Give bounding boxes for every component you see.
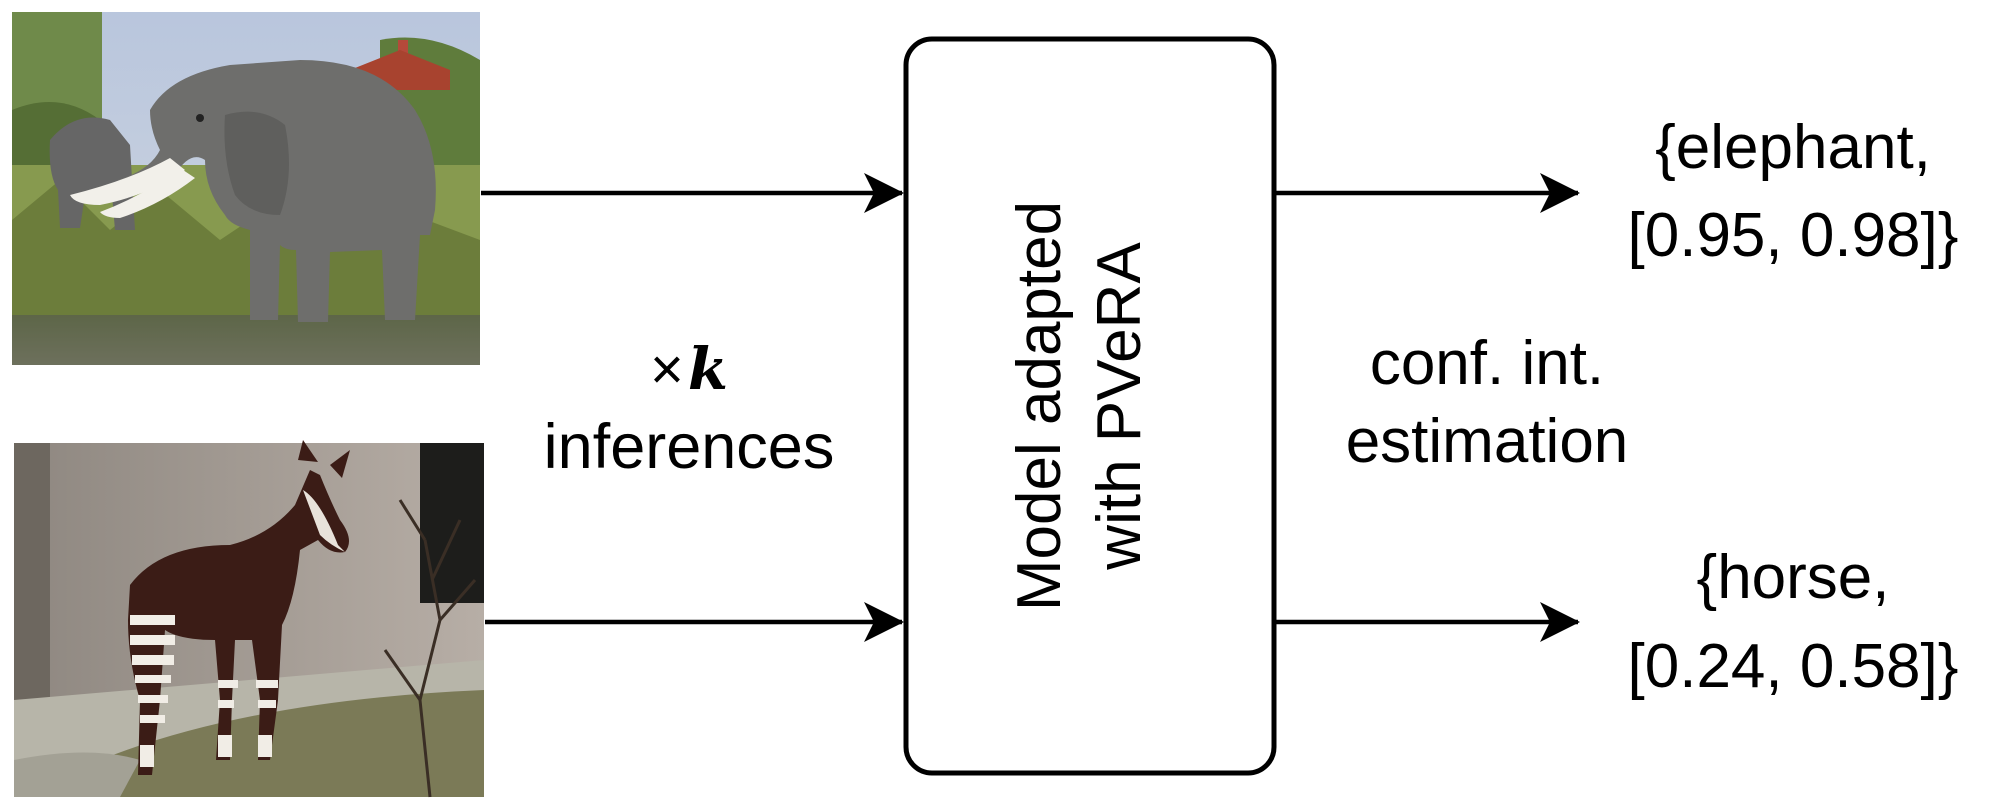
okapi-photo bbox=[14, 440, 484, 798]
inferences-label: inferences bbox=[544, 412, 835, 482]
multiplier-var: k bbox=[688, 335, 728, 403]
estimation-line1: conf. int. bbox=[1370, 329, 1604, 398]
estimation-line2: estimation bbox=[1346, 407, 1629, 476]
elephant-photo bbox=[12, 12, 480, 365]
output-1-interval: [0.95, 0.98]} bbox=[1628, 201, 1959, 270]
multiplier-symbol: × bbox=[650, 337, 684, 402]
output-1-class: {elephant, bbox=[1655, 113, 1931, 182]
output-2-class: {horse, bbox=[1696, 543, 1889, 612]
output-2-interval: [0.24, 0.58]} bbox=[1628, 632, 1959, 701]
model-box bbox=[903, 36, 1277, 776]
model-box-line1: Model adapted bbox=[1005, 201, 1074, 611]
model-box-line2: with PVeRA bbox=[1085, 242, 1154, 571]
multiplier-label: ×k bbox=[650, 335, 728, 403]
